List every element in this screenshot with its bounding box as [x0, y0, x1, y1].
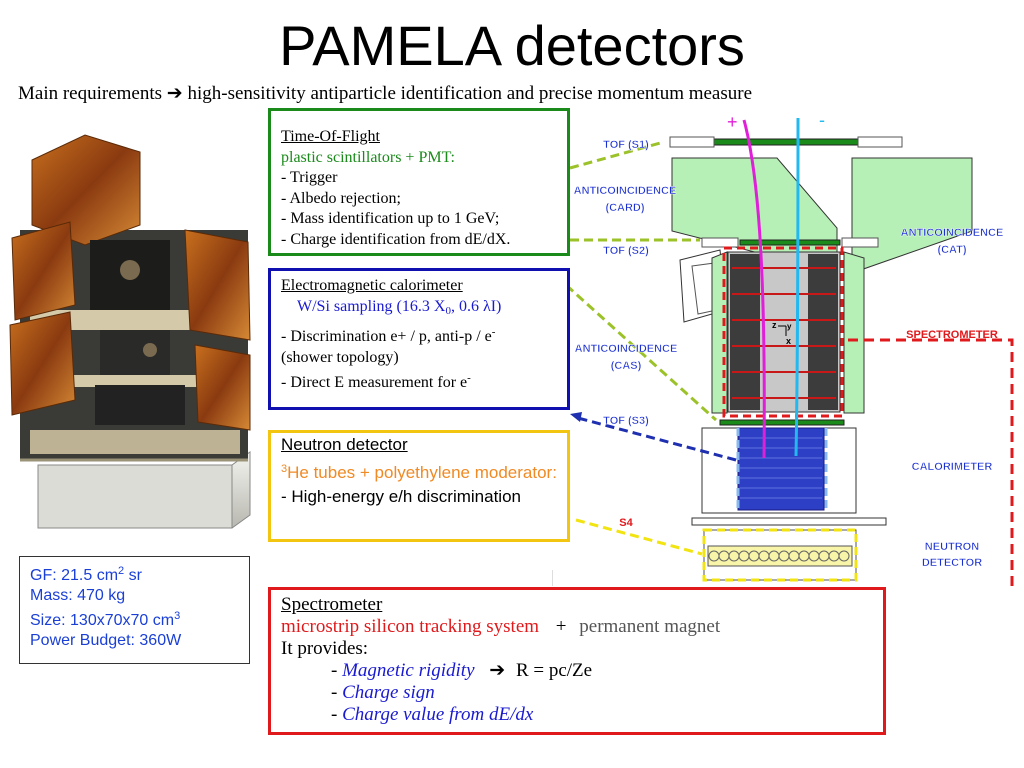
- page-title: PAMELA detectors: [279, 14, 745, 77]
- tof-item-albedo: - Albedo rejection;: [281, 189, 401, 207]
- neutron-tech: 3He tubes + polyethylene moderator:: [281, 463, 557, 482]
- spec-magnet: permanent magnet: [579, 616, 721, 637]
- label-card-1: ANTICOINCIDENCE: [574, 185, 677, 197]
- spec-item-charge: - Charge value from dE/dx: [331, 704, 534, 725]
- tof-tech: plastic scintillators + PMT:: [281, 148, 455, 166]
- label-cas-2: (CAS): [611, 360, 642, 372]
- label-calorimeter: CALORIMETER: [912, 461, 993, 473]
- subtitle-text: high-sensitivity antiparticle identifica…: [187, 83, 753, 104]
- spec-item-sign: - Charge sign: [331, 682, 435, 703]
- tof-s3-bar: [719, 419, 845, 426]
- cas-right: [843, 251, 865, 414]
- label-cat-2: (CAT): [937, 244, 966, 256]
- spec-gf: GF: 21.5 cm2 sr: [30, 565, 142, 584]
- label-cas-1: ANTICOINCIDENCE: [575, 343, 678, 355]
- tof-item-charge: - Charge identification from dE/dX.: [281, 230, 511, 248]
- arrow-icon: ➔: [489, 660, 506, 681]
- spec-heading: Spectrometer: [281, 594, 383, 615]
- spec-tech-line: microstrip silicon tracking system + per…: [281, 616, 875, 638]
- axis-z: z: [772, 320, 777, 330]
- tof-item-mass: - Mass identification up to 1 GeV;: [281, 210, 500, 227]
- tof-item-trigger: - Trigger: [281, 169, 338, 186]
- track-positive: [742, 119, 766, 459]
- label-tof-s2: TOF (S2): [603, 245, 649, 257]
- spec-item-rigidity: - Magnetic rigidity ➔ R = pc/Ze: [331, 660, 593, 681]
- neutron-detector-box: Neutron detector 3He tubes + polyethylen…: [268, 430, 570, 542]
- label-neutron-2: DETECTOR: [922, 557, 982, 569]
- detector-diagram: z y x + - TOF (S1) ANTIC: [552, 110, 1014, 588]
- calo-item-shower: (shower topology): [281, 349, 399, 366]
- calo-tech: W/Si sampling (16.3 X0, 0.6 λI): [297, 298, 502, 317]
- axis-x: x: [786, 336, 791, 346]
- spec-mass: Mass: 470 kg: [30, 587, 126, 604]
- spectrometer-box: Spectrometer microstrip silicon tracking…: [268, 587, 886, 735]
- label-cat-1: ANTICOINCIDENCE: [901, 227, 1004, 239]
- arrow-icon: ➔: [166, 83, 183, 104]
- tof-s1-bar: [711, 138, 861, 146]
- calo-item-energy: - Direct E measurement for e-: [281, 372, 471, 391]
- spec-provides: It provides:: [281, 638, 369, 659]
- neutron-detector-outline: [702, 528, 858, 582]
- s4-bar: [691, 517, 887, 526]
- tof-box: Time-Of-Flight plastic scintillators + P…: [268, 108, 570, 256]
- specs-box: GF: 21.5 cm2 sr Mass: 470 kg Size: 130x7…: [19, 556, 250, 664]
- calorimeter-block: [737, 427, 825, 511]
- tof-s1-right-pmt: [857, 136, 903, 148]
- calo-heading: Electromagnetic calorimeter: [281, 277, 463, 294]
- instrument-photo: [9, 134, 251, 529]
- axis-y: y: [787, 322, 792, 331]
- track-negative: [794, 117, 800, 457]
- label-card-2: (CARD): [605, 202, 644, 214]
- subtitle-lead: Main requirements: [18, 83, 163, 104]
- spec-tech: microstrip silicon tracking system: [281, 616, 540, 637]
- tof-heading: Time-Of-Flight: [281, 128, 380, 145]
- label-neutron-1: NEUTRON: [925, 541, 979, 553]
- spectrometer-outline: [722, 246, 844, 418]
- plus-label: +: [727, 112, 738, 132]
- subtitle: Main requirements ➔ high-sensitivity ant…: [18, 82, 752, 105]
- tof-s2-bar: [739, 239, 841, 246]
- calorimeter-box: Electromagnetic calorimeter W/Si samplin…: [268, 268, 570, 410]
- minus-label: -: [819, 110, 825, 130]
- card-right: [851, 157, 973, 274]
- label-s4: S4: [619, 517, 633, 529]
- spec-size: Size: 130x70x70 cm3: [30, 610, 181, 629]
- neutron-heading: Neutron detector: [281, 435, 408, 454]
- label-tof-s3: TOF (S3): [603, 415, 649, 427]
- spec-power: Power Budget: 360W: [30, 632, 182, 649]
- spec-plus: +: [555, 616, 567, 637]
- calo-item-discrimination: - Discrimination e+ / p, anti-p / e-: [281, 326, 496, 345]
- label-spectrometer: SPECTROMETER: [906, 329, 998, 341]
- label-tof-s1: TOF (S1): [603, 139, 649, 151]
- neutron-item: - High-energy e/h discrimination: [281, 487, 521, 506]
- tof-s1-left-pmt: [669, 136, 715, 148]
